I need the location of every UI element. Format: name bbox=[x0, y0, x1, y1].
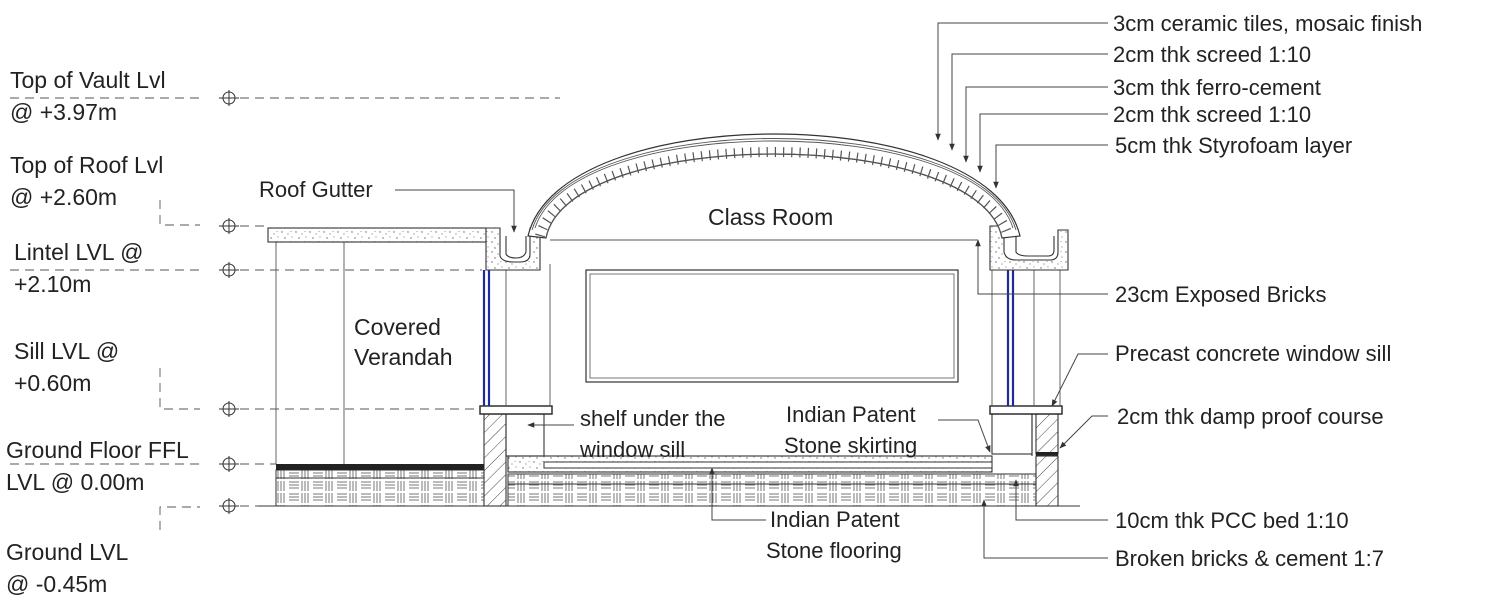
walls-upper bbox=[275, 239, 1061, 464]
level-vault-value: @ +3.97m bbox=[10, 99, 117, 125]
note-flooring-1: Indian Patent bbox=[770, 507, 900, 532]
level-symbols bbox=[219, 90, 239, 514]
level-lintel-label: Lintel LVL @ bbox=[14, 239, 143, 265]
level-lintel-value: +2.10m bbox=[14, 271, 91, 297]
level-ground-value: @ -0.45m bbox=[6, 571, 107, 597]
level-ground-label: Ground LVL bbox=[6, 539, 129, 565]
note-exposed-bricks: 23cm Exposed Bricks bbox=[1115, 282, 1327, 307]
level-sill-label: Sill LVL @ bbox=[14, 338, 119, 364]
note-flooring-2: Stone flooring bbox=[766, 538, 902, 563]
room-label-verandah-2: Verandah bbox=[354, 344, 452, 370]
note-shelf-2: window sill bbox=[579, 437, 685, 462]
window-sill-left bbox=[479, 405, 553, 415]
note-skirting-1: Indian Patent bbox=[786, 402, 916, 427]
note-styrofoam: 5cm thk Styrofoam layer bbox=[1115, 133, 1352, 158]
note-screed-top: 2cm thk screed 1:10 bbox=[1113, 42, 1311, 67]
level-sill-value: +0.60m bbox=[14, 370, 91, 396]
window-sill-right bbox=[989, 405, 1063, 415]
note-roof-gutter: Roof Gutter bbox=[259, 177, 373, 202]
leaders bbox=[395, 22, 1108, 559]
level-vault-label: Top of Vault Lvl bbox=[10, 67, 166, 93]
level-ffl-label: Ground Floor FFL bbox=[6, 437, 189, 463]
level-roof-value: @ +2.60m bbox=[10, 184, 117, 210]
level-lines bbox=[10, 97, 560, 530]
note-broken-bricks: Broken bricks & cement 1:7 bbox=[1115, 546, 1384, 571]
room-label-verandah-1: Covered bbox=[354, 314, 441, 340]
vault bbox=[527, 133, 1021, 239]
note-dpc: 2cm thk damp proof course bbox=[1117, 404, 1384, 429]
note-ceramic-tiles: 3cm ceramic tiles, mosaic finish bbox=[1113, 11, 1422, 36]
note-shelf-1: shelf under the bbox=[580, 406, 726, 431]
room-label-class-room: Class Room bbox=[708, 204, 833, 230]
back-wall-window bbox=[585, 269, 959, 383]
level-roof-label: Top of Roof Lvl bbox=[10, 152, 163, 178]
note-window-sill: Precast concrete window sill bbox=[1115, 341, 1391, 366]
roof-slab bbox=[267, 225, 1069, 271]
note-pcc-bed: 10cm thk PCC bed 1:10 bbox=[1115, 508, 1349, 533]
level-ffl-value: LVL @ 0.00m bbox=[6, 469, 144, 495]
note-ferro-cement: 3cm thk ferro-cement bbox=[1113, 75, 1321, 100]
floor-layers bbox=[275, 455, 1037, 507]
note-skirting-2: Stone skirting bbox=[784, 433, 917, 458]
note-screed-bottom: 2cm thk screed 1:10 bbox=[1113, 102, 1311, 127]
